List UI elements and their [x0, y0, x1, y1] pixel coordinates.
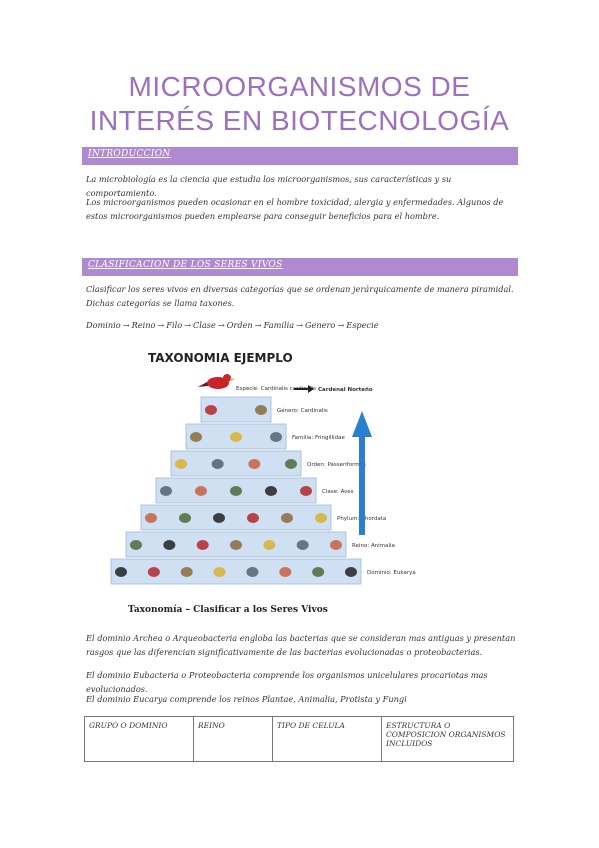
pyramid-level-label: Reino: Animalia — [352, 543, 395, 549]
eucarya-paragraph: El dominio Eucarya comprende los reinos … — [86, 694, 407, 704]
organism-icon — [115, 567, 127, 577]
organism-icon — [255, 405, 267, 415]
table-header-cell: ESTRUCTURA O COMPOSICION ORGANISMOS INCL… — [381, 716, 514, 762]
arrow-right-icon: → — [296, 320, 303, 330]
organism-icon — [230, 540, 242, 550]
organism-icon — [345, 567, 357, 577]
arrow-right-icon: → — [157, 320, 165, 330]
organism-icon — [263, 540, 276, 550]
taxonomy-figure: TAXONOMIA EJEMPLO Género: CardinalisFami… — [110, 351, 416, 615]
pyramid-step — [140, 504, 332, 531]
pyramid-level-label: Dominio: Eukarya — [367, 570, 416, 576]
organism-icon — [300, 486, 312, 496]
organism-icon — [213, 513, 225, 523]
archea-paragraph: El dominio Archea o Arqueobacteria englo… — [86, 633, 516, 657]
figure-caption: Taxonomía – Clasificar a los Seres Vivos — [128, 604, 328, 615]
organism-icon — [248, 459, 261, 469]
arrow-right-icon: → — [122, 320, 130, 330]
organism-icon — [312, 567, 325, 577]
table-header-cell: GRUPO O DOMINIO — [84, 716, 194, 762]
organism-icon — [230, 432, 242, 442]
organism-icon — [279, 567, 292, 577]
organism-icon — [270, 432, 282, 442]
eubacteria-paragraph: El dominio Eubacteria o Proteobacteria c… — [86, 670, 488, 694]
organism-icon — [281, 513, 293, 523]
organism-icon — [230, 486, 242, 496]
organism-icon — [145, 513, 157, 523]
arrow-right-icon: → — [254, 320, 262, 330]
intro-paragraph-1: La microbiología es la ciencia que estud… — [86, 174, 452, 198]
arrow-right-icon: → — [337, 320, 345, 330]
clasificacion-paragraph: Clasificar los seres vivos en diversas c… — [86, 284, 514, 308]
title-line-1: MICROORGANISMOS DE — [128, 71, 471, 102]
organism-icon — [265, 486, 277, 496]
pyramid-level-label: Género: Cardinalis — [277, 407, 328, 414]
pyramid-step — [170, 450, 302, 477]
organism-icon — [195, 486, 207, 496]
organism-icon — [130, 540, 142, 550]
organism-icon — [180, 567, 193, 577]
organism-icon — [190, 432, 202, 442]
taxon-label: Clase — [193, 320, 216, 330]
organism-icon — [175, 459, 187, 469]
organism-icon — [213, 567, 226, 577]
organism-icon — [147, 567, 160, 577]
taxon-label: Genero — [304, 320, 336, 330]
title-line-2: INTERÉS EN BIOTECNOLOGÍA — [89, 105, 510, 136]
arrow-right-icon: → — [184, 320, 192, 330]
organism-icon — [211, 459, 224, 469]
organism-icon — [247, 513, 259, 523]
document-title: MICROORGANISMOS DE INTERÉS EN BIOTECNOLO… — [0, 70, 599, 138]
domain-table: GRUPO O DOMINIO REINO TIPO DE CELULA EST… — [84, 716, 514, 762]
cardinal-bird-icon — [198, 374, 235, 389]
section-heading: INTRODUCCION — [88, 149, 171, 159]
organism-icon — [205, 405, 217, 415]
pyramid-level-label: Familia: Fringillidae — [292, 435, 345, 441]
taxon-label: Reino — [131, 320, 156, 330]
figure-title: TAXONOMIA EJEMPLO — [148, 351, 293, 365]
organism-icon — [296, 540, 309, 550]
taxon-label: Dominio — [86, 320, 121, 330]
organism-icon — [160, 486, 172, 496]
taxon-label: Filo — [166, 320, 183, 330]
arrow-up-icon — [352, 411, 372, 535]
pyramid-level-label: Clase: Aves — [322, 489, 354, 495]
table-header-cell: REINO — [193, 716, 273, 762]
organism-icon — [196, 540, 209, 550]
section-bar-introduccion: INTRODUCCION — [82, 147, 518, 165]
organism-icon — [179, 513, 191, 523]
section-heading: CLASIFICACION DE LOS SERES VIVOS — [88, 260, 283, 270]
table-header-cell: TIPO DE CELULA — [272, 716, 382, 762]
section-bar-clasificacion: CLASIFICACION DE LOS SERES VIVOS — [82, 258, 518, 276]
organism-icon — [246, 567, 259, 577]
organism-icon — [163, 540, 176, 550]
arrow-right-icon: → — [217, 320, 225, 330]
top-label: Especie: Cardinalis cardinalis — [236, 386, 316, 392]
organism-icon — [285, 459, 297, 469]
organism-icon — [315, 513, 327, 523]
taxon-label: Especie — [346, 320, 379, 330]
top-result: Cardenal Norteño — [318, 387, 373, 393]
table-header-row: GRUPO O DOMINIO REINO TIPO DE CELULA EST… — [84, 716, 514, 762]
taxon-label: Familia — [263, 320, 295, 330]
arrow-right-icon — [294, 385, 314, 393]
taxonomy-sequence: Dominio→Reino→Filo→Clase→Orden→Familia→G… — [86, 320, 379, 330]
pyramid-level-label: Orden: Passeriformes — [307, 462, 366, 468]
organism-icon — [330, 540, 342, 550]
taxon-label: Orden — [226, 320, 253, 330]
intro-paragraph-2: Los microorganismos pueden ocasionar en … — [86, 197, 504, 221]
